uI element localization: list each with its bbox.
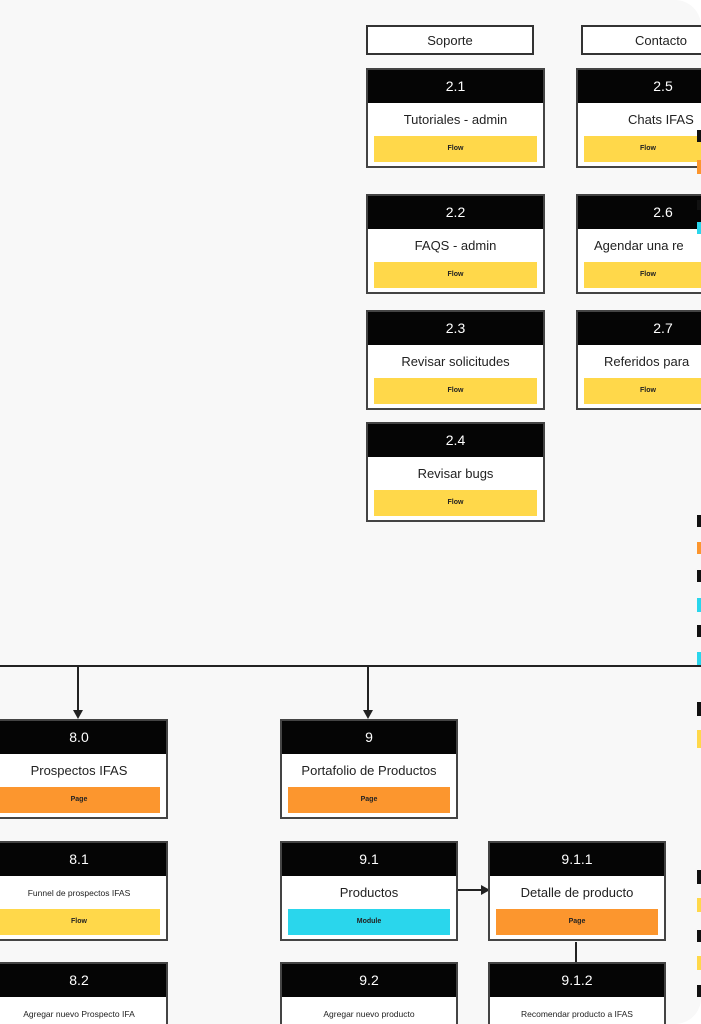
node-2-4[interactable]: 2.4 Revisar bugs Flow <box>366 422 545 522</box>
clipped-node-fragment <box>697 598 701 612</box>
node-title: Referidos para <box>604 354 690 369</box>
clipped-node-fragment <box>697 222 701 234</box>
clipped-node-fragment <box>697 542 701 554</box>
node-id-text: 2.5 <box>653 78 673 94</box>
node-title: Portafolio de Productos <box>301 763 437 778</box>
node-id-text: 2.6 <box>653 204 673 220</box>
node-title: Revisar bugs <box>417 466 494 481</box>
node-id: 2.1 <box>368 70 543 103</box>
clipped-node-fragment <box>697 200 701 210</box>
node-2-1[interactable]: 2.1 Tutoriales - admin Flow <box>366 68 545 168</box>
node-id: 8.1 <box>0 843 166 876</box>
node-title: Prospectos IFAS <box>30 763 128 778</box>
node-title: FAQS - admin <box>414 238 497 253</box>
node-id: 2.7 <box>578 312 701 345</box>
node-2-2[interactable]: 2.2 FAQS - admin Flow <box>366 194 545 294</box>
flow-tag: Flow <box>374 378 537 404</box>
node-9-1-2[interactable]: 9.1.2 Recomendar producto a IFAS <box>488 962 666 1024</box>
arrow-down-icon <box>73 710 83 719</box>
node-9-1[interactable]: 9.1 Productos Module <box>280 841 458 941</box>
section-header-contacto: Contacto <box>581 25 701 55</box>
node-8-0[interactable]: 8.0 Prospectos IFAS Page <box>0 719 168 819</box>
horizontal-connector <box>0 665 701 667</box>
clipped-node-fragment <box>697 570 701 582</box>
node-id: 2.2 <box>368 196 543 229</box>
node-id: 2.5 <box>578 70 701 103</box>
clipped-node-fragment <box>697 930 701 942</box>
flow-tag: Flow <box>0 909 160 935</box>
node-8-2[interactable]: 8.2 Agregar nuevo Prospecto IFA <box>0 962 168 1024</box>
node-title: Tutoriales - admin <box>403 112 508 127</box>
node-id: 2.3 <box>368 312 543 345</box>
node-id: 8.2 <box>0 964 166 997</box>
flow-tag: Flow <box>374 490 537 516</box>
arrow-right-icon <box>481 885 490 895</box>
node-2-6[interactable]: 2.6 Agendar una re Flow <box>576 194 701 294</box>
flow-tag: Flow <box>374 136 537 162</box>
flow-tag: Flow <box>374 262 537 288</box>
section-header-label: Contacto <box>635 32 688 48</box>
node-id-text: 2.7 <box>653 320 673 336</box>
node-title: Productos <box>339 885 399 900</box>
node-id: 9 <box>282 721 456 754</box>
vertical-connector <box>367 666 369 711</box>
clipped-node-fragment <box>697 898 701 912</box>
clipped-node-fragment <box>697 130 701 142</box>
clipped-node-fragment <box>697 515 701 527</box>
clipped-node-fragment <box>697 985 701 997</box>
vertical-connector <box>77 666 79 711</box>
page-tag: Page <box>496 909 658 935</box>
node-title: Agregar nuevo Prospecto IFA <box>23 1008 135 1019</box>
node-id: 9.1.2 <box>490 964 664 997</box>
node-8-1[interactable]: 8.1 Funnel de prospectos IFAS Flow <box>0 841 168 941</box>
node-2-5[interactable]: 2.5 Chats IFAS Flow <box>576 68 701 168</box>
node-title: Revisar solicitudes <box>401 354 510 369</box>
clipped-node-fragment <box>697 870 701 884</box>
arrow-down-icon <box>363 710 373 719</box>
node-id: 9.1 <box>282 843 456 876</box>
section-header-soporte: Soporte <box>366 25 534 55</box>
clipped-node-fragment <box>697 652 701 666</box>
node-title: Agregar nuevo producto <box>323 1008 415 1019</box>
clipped-node-fragment <box>697 160 701 174</box>
node-id: 2.6 <box>578 196 701 229</box>
node-id: 9.1.1 <box>490 843 664 876</box>
horizontal-connector <box>457 889 482 891</box>
node-9-1-1[interactable]: 9.1.1 Detalle de producto Page <box>488 841 666 941</box>
node-id: 8.0 <box>0 721 166 754</box>
vertical-connector <box>575 942 577 964</box>
node-2-7[interactable]: 2.7 Referidos para Flow <box>576 310 701 410</box>
node-title: Recomendar producto a IFAS <box>521 1008 633 1019</box>
section-header-label: Soporte <box>427 32 473 48</box>
node-9[interactable]: 9 Portafolio de Productos Page <box>280 719 458 819</box>
flow-tag: Flow <box>584 136 701 162</box>
flow-tag: Flow <box>584 262 701 288</box>
page-tag: Page <box>288 787 450 813</box>
page-tag: Page <box>0 787 160 813</box>
node-id: 2.4 <box>368 424 543 457</box>
clipped-node-fragment <box>697 956 701 970</box>
clipped-node-fragment <box>697 625 701 637</box>
clipped-node-fragment <box>697 730 701 748</box>
node-id: 9.2 <box>282 964 456 997</box>
flow-tag: Flow <box>584 378 701 404</box>
clipped-node-fragment <box>697 702 701 716</box>
node-2-3[interactable]: 2.3 Revisar solicitudes Flow <box>366 310 545 410</box>
node-title: Detalle de producto <box>520 885 634 900</box>
node-9-2[interactable]: 9.2 Agregar nuevo producto <box>280 962 458 1024</box>
node-title: Agendar una re <box>594 238 684 253</box>
node-title: Funnel de prospectos IFAS <box>27 887 131 898</box>
module-tag: Module <box>288 909 450 935</box>
node-title: Chats IFAS <box>628 112 694 127</box>
